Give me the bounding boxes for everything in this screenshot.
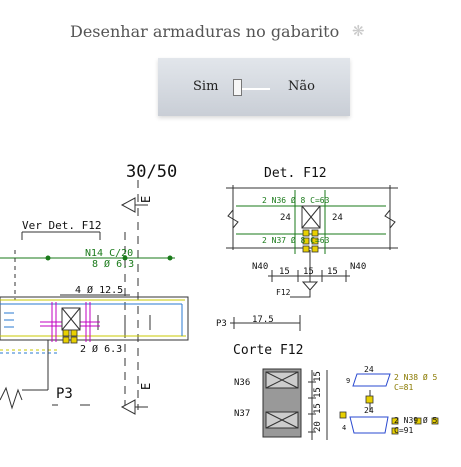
n38-label: 2 N38 Ø 5 xyxy=(394,372,438,382)
section-dim-bottom-2: 15 xyxy=(313,403,323,414)
detail-f12-tag: F12 xyxy=(276,288,291,297)
toggle-off-label: Não xyxy=(288,79,315,94)
beam-elevation: 30/50 Ver Det. F12 N14 C/20 8 Ø 6.3 4 Ø … xyxy=(0,162,189,415)
detail-n37-label: 2 N37 Ø 8 C=63 xyxy=(262,235,330,245)
detail-title: Det. F12 xyxy=(264,166,327,181)
detail-n40-left: N40 xyxy=(252,262,268,272)
section-dim-top-1: 15 xyxy=(313,371,323,382)
n38-24: 24 xyxy=(364,365,374,374)
toggle-thumb[interactable] xyxy=(233,79,242,96)
detail-175: 17.5 xyxy=(252,315,274,325)
rebar-top-qty: 8 Ø 6.3 xyxy=(92,258,134,270)
section-dim-top-2: 15 xyxy=(313,387,323,398)
cut-letter-top: E xyxy=(139,196,153,203)
detail-dim-2: 15 xyxy=(303,267,314,277)
detail-p3-tag: P3 xyxy=(216,319,227,329)
page-title: Desenhar armaduras no gabarito xyxy=(70,22,340,41)
cut-letter-bottom: E xyxy=(139,383,153,390)
column-label: P3 xyxy=(56,386,73,402)
detail-dim-1: 15 xyxy=(279,267,290,277)
rebar-upper-label: 4 Ø 12.5 xyxy=(75,284,123,296)
reinforcement-toggle-panel: Sim Não xyxy=(158,58,350,116)
detail-dim-3: 15 xyxy=(327,267,338,277)
n38-9: 9 xyxy=(346,377,350,385)
n39-length: C=91 xyxy=(394,426,413,435)
structural-drawing: 30/50 Ver Det. F12 N14 C/20 8 Ø 6.3 4 Ø … xyxy=(0,162,439,440)
section-title: Corte F12 xyxy=(233,343,303,358)
detail-24-left: 24 xyxy=(280,213,291,223)
toggle-on-label: Sim xyxy=(193,79,219,94)
n39-label: 2 N39 Ø 5 xyxy=(394,415,438,425)
rebar-lower-label: 2 Ø 6.3 xyxy=(80,343,122,355)
n39-24: 24 xyxy=(364,406,374,415)
n38-length: C=81 xyxy=(394,383,413,392)
section-n36: N36 xyxy=(234,378,250,388)
detail-n36-label: 2 N36 Ø 8 C=63 xyxy=(262,195,330,205)
section-n37: N37 xyxy=(234,409,250,419)
rebar-top-label: N14 C/20 xyxy=(85,248,133,259)
section-dim-bottom-1: 20 xyxy=(313,421,323,432)
header: Desenhar armaduras no gabarito ❋ xyxy=(0,18,461,48)
detail-n40-right: N40 xyxy=(350,262,366,272)
section-f12: Corte F12 N36 N37 15 15 20 15 24 9 2 N38… xyxy=(233,343,439,440)
detail-24-right: 24 xyxy=(332,213,343,223)
beam-section-label: 30/50 xyxy=(126,162,177,182)
see-detail-label: Ver Det. F12 xyxy=(22,219,101,232)
n39-4: 4 xyxy=(342,424,346,432)
gear-icon[interactable]: ❋ xyxy=(352,22,365,40)
toggle-track[interactable] xyxy=(238,88,270,90)
detail-f12: Det. F12 2 N36 Ø 8 C=63 2 N37 Ø xyxy=(216,166,398,331)
